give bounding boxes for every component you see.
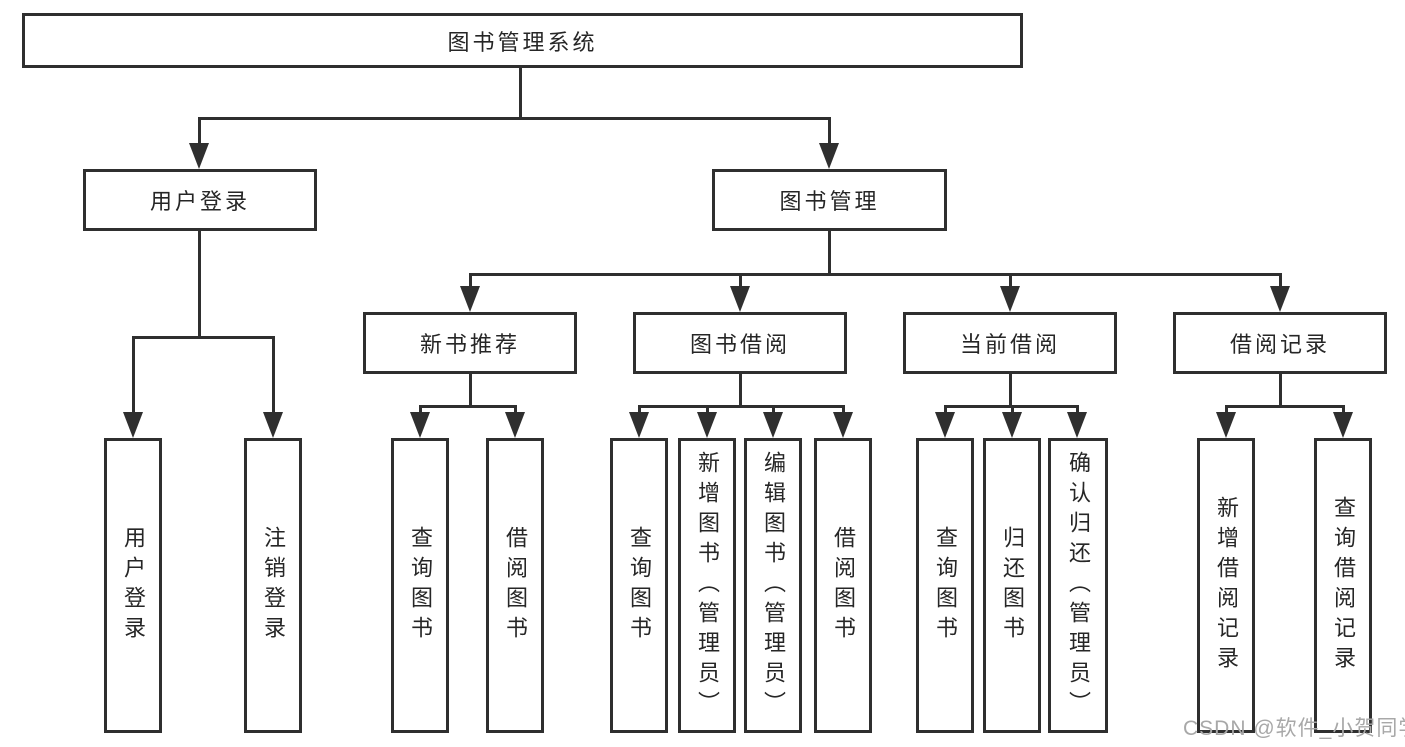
node-leaf-add-borrow-record: 新增借阅记录 xyxy=(1197,438,1255,733)
connector-drop xyxy=(469,273,472,288)
connector-currentborrow-stem xyxy=(1009,374,1012,405)
node-current-borrowing: 当前借阅 xyxy=(903,312,1117,374)
node-book-borrowing: 图书借阅 xyxy=(633,312,847,374)
connector-newbookrec-bus xyxy=(419,405,517,408)
arrowhead xyxy=(123,412,143,438)
node-label: 注销登录 xyxy=(261,525,286,646)
node-label: 确认归还（管理员） xyxy=(1066,450,1091,721)
connector-drop xyxy=(132,336,135,414)
node-leaf-query-books-current: 查询图书 xyxy=(916,438,974,733)
arrowhead xyxy=(697,412,717,438)
connector-drop xyxy=(1342,405,1345,414)
connector-userlogin-bus xyxy=(132,336,275,339)
connector-drop xyxy=(944,405,947,414)
node-label: 查询图书 xyxy=(933,525,958,646)
node-leaf-query-borrow-record: 查询借阅记录 xyxy=(1314,438,1372,733)
connector-newbookrec-stem xyxy=(469,374,472,405)
node-label: 查询图书 xyxy=(627,525,652,646)
node-label: 新书推荐 xyxy=(419,332,520,357)
connector-drop xyxy=(272,336,275,414)
arrowhead xyxy=(505,412,525,438)
node-label: 借阅图书 xyxy=(831,525,856,646)
csdn-watermark: CSDN @软件_小贺同学 xyxy=(1183,717,1405,740)
arrowhead xyxy=(935,412,955,438)
node-label: 查询图书 xyxy=(408,525,433,646)
connector-drop xyxy=(638,405,641,414)
arrowhead xyxy=(730,286,750,312)
connector-drop xyxy=(1225,405,1228,414)
node-label: 借阅记录 xyxy=(1229,332,1330,357)
connector-drop xyxy=(419,405,422,414)
node-label: 新增图书（管理员） xyxy=(695,450,720,721)
node-label: 查询借阅记录 xyxy=(1331,495,1356,676)
arrowhead xyxy=(410,412,430,438)
node-leaf-logout: 注销登录 xyxy=(244,438,302,733)
arrowhead xyxy=(1002,412,1022,438)
arrowhead xyxy=(189,143,209,169)
node-leaf-borrow-books-borrow: 借阅图书 xyxy=(814,438,872,733)
arrowhead xyxy=(1270,286,1290,312)
connector-drop xyxy=(1076,405,1079,414)
connector-borrowrecords-stem xyxy=(1279,374,1282,405)
connector-drop xyxy=(514,405,517,414)
arrowhead xyxy=(629,412,649,438)
node-label: 图书管理 xyxy=(779,189,880,214)
arrowhead xyxy=(263,412,283,438)
connector-root-stem xyxy=(519,68,522,117)
node-leaf-add-books-admin: 新增图书（管理员） xyxy=(678,438,736,733)
node-label: 当前借阅 xyxy=(959,332,1060,357)
node-new-book-recommendation: 新书推荐 xyxy=(363,312,577,374)
arrowhead xyxy=(819,143,839,169)
connector-drop xyxy=(772,405,775,414)
connector-drop xyxy=(198,117,201,145)
node-label: 借阅图书 xyxy=(503,525,528,646)
arrowhead xyxy=(1216,412,1236,438)
connector-drop xyxy=(739,273,742,288)
node-leaf-confirm-return-admin: 确认归还（管理员） xyxy=(1048,438,1108,733)
node-label: 图书管理系统 xyxy=(447,29,598,55)
connector-bookmgmt-stem xyxy=(828,231,831,273)
node-library-management-system: 图书管理系统 xyxy=(22,13,1023,68)
arrowhead xyxy=(1000,286,1020,312)
node-leaf-edit-books-admin: 编辑图书（管理员） xyxy=(744,438,802,733)
connector-drop xyxy=(828,117,831,145)
node-label: 用户登录 xyxy=(149,189,250,214)
node-leaf-borrow-books-rec: 借阅图书 xyxy=(486,438,544,733)
arrowhead xyxy=(1067,412,1087,438)
arrowhead xyxy=(833,412,853,438)
connector-root-bus xyxy=(198,117,831,120)
arrowhead xyxy=(460,286,480,312)
node-label: 用户登录 xyxy=(121,525,146,646)
node-label: 编辑图书（管理员） xyxy=(761,450,786,721)
connector-drop xyxy=(842,405,845,414)
connector-borrowrecords-bus xyxy=(1225,405,1344,408)
node-leaf-query-books-rec: 查询图书 xyxy=(391,438,449,733)
connector-drop xyxy=(1009,273,1012,288)
arrowhead xyxy=(1333,412,1353,438)
connector-drop xyxy=(706,405,709,414)
node-leaf-user-login: 用户登录 xyxy=(104,438,162,733)
node-label: 归还图书 xyxy=(1000,525,1025,646)
node-book-management: 图书管理 xyxy=(712,169,947,231)
node-borrowing-records: 借阅记录 xyxy=(1173,312,1387,374)
connector-bookmgmt-bus xyxy=(469,273,1281,276)
connector-drop xyxy=(1011,405,1014,414)
connector-drop xyxy=(1279,273,1282,288)
node-user-login: 用户登录 xyxy=(83,169,317,231)
connector-userlogin-stem xyxy=(198,231,201,336)
arrowhead xyxy=(763,412,783,438)
node-label: 图书借阅 xyxy=(689,332,790,357)
node-label: 新增借阅记录 xyxy=(1214,495,1239,676)
connector-bookborrow-stem xyxy=(739,374,742,405)
node-leaf-return-books: 归还图书 xyxy=(983,438,1041,733)
connector-bookborrow-bus xyxy=(638,405,845,408)
node-leaf-query-books-borrow: 查询图书 xyxy=(610,438,668,733)
